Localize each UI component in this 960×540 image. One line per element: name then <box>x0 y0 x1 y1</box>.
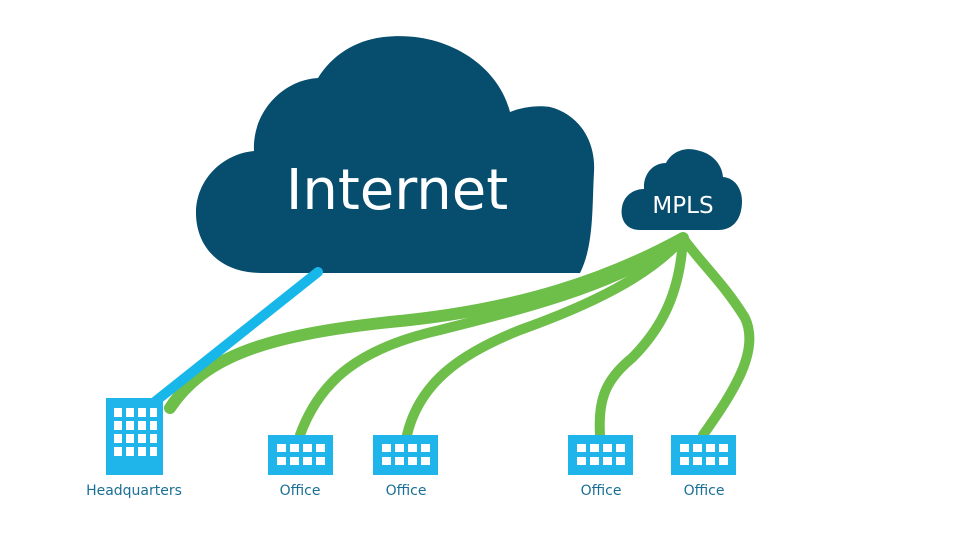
mpls-link-office-4 <box>678 233 755 440</box>
office-icon <box>373 435 438 475</box>
office-node-4: Office <box>671 435 736 499</box>
office-icon <box>671 435 736 475</box>
mpls-links <box>164 232 755 440</box>
office-icon <box>568 435 633 475</box>
mpls-link-office-2 <box>402 233 688 440</box>
office-icon <box>268 435 333 475</box>
office-windows <box>577 444 625 465</box>
mpls-cloud-shape <box>621 149 742 230</box>
office-windows <box>680 444 728 465</box>
mpls-cloud: MPLS <box>621 149 742 230</box>
internet-label: Internet <box>286 158 508 223</box>
office-node-1: Office <box>268 435 333 499</box>
mpls-link-office-1 <box>295 233 688 440</box>
mpls-link-office-3 <box>594 233 688 440</box>
office-label: Office <box>386 483 427 499</box>
internet-link-headquarters <box>142 267 323 413</box>
internet-cloud-shape <box>196 36 595 273</box>
mpls-label: MPLS <box>652 193 713 219</box>
office-node-3: Office <box>568 435 633 499</box>
headquarters-node: Headquarters <box>86 398 182 499</box>
office-node-2: Office <box>373 435 438 499</box>
office-label: Office <box>280 483 321 499</box>
office-label: Office <box>581 483 622 499</box>
building-windows <box>114 408 157 456</box>
internet-cloud: Internet <box>196 36 595 273</box>
office-label: Office <box>684 483 725 499</box>
headquarters-label: Headquarters <box>86 483 182 499</box>
mpls-link-headquarters <box>164 232 689 414</box>
office-windows <box>277 444 325 465</box>
office-windows <box>382 444 430 465</box>
